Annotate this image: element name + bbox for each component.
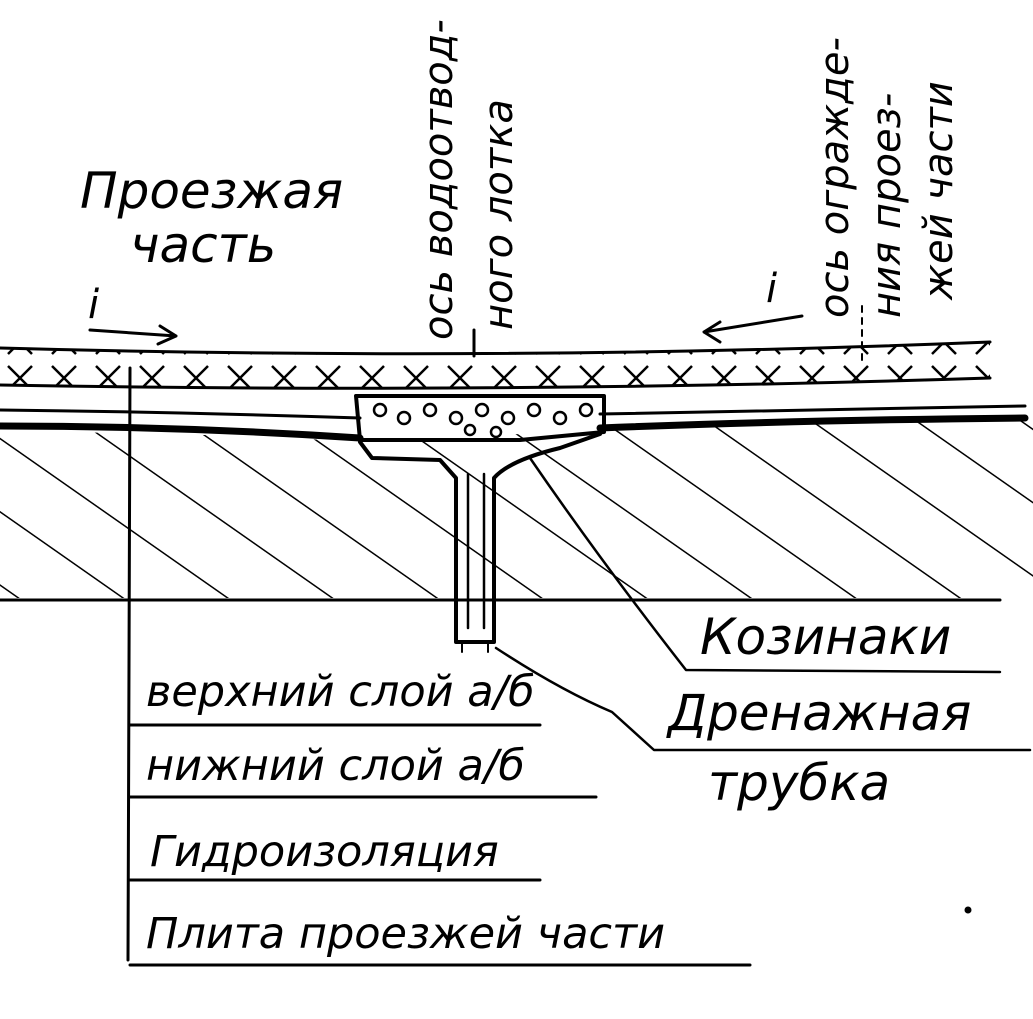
- layer-label-deck-slab: Плита проезжей части: [146, 909, 665, 959]
- layer-label-lower-asphalt: нижний слой а/б: [146, 741, 525, 791]
- drain-axis-label-line2: ного лотка: [476, 99, 522, 330]
- upper-asphalt-layer: [0, 340, 992, 390]
- fence-axis-label-line1: ось огражде-: [812, 37, 858, 318]
- slope-arrows: [88, 314, 804, 346]
- axis-lines: [472, 299, 863, 361]
- drain-pipe-shape: [358, 432, 602, 653]
- layer-leader: [126, 366, 752, 967]
- right-leaders: [494, 456, 1032, 752]
- slope-right-label: i: [766, 266, 777, 312]
- slope-left-label: i: [88, 282, 99, 328]
- lower-asphalt-layer: [0, 404, 1029, 442]
- layer-label-waterproofing: Гидроизоляция: [150, 827, 499, 877]
- kozinaki-block: [354, 394, 606, 442]
- fence-axis-label-line3: жей части: [916, 81, 962, 301]
- roadway-label-line1: Проезжая: [80, 162, 343, 220]
- roadway-label-line2: часть: [130, 216, 276, 274]
- drain-pipe-label-line2: трубка: [708, 754, 890, 812]
- kozinaki-label: Козинаки: [700, 608, 951, 666]
- drain-axis-label-line1: ось водоотвод-: [416, 19, 462, 340]
- layer-label-upper-asphalt: верхний слой а/б: [146, 667, 535, 717]
- drain-pipe-label-line1: Дренажная: [666, 684, 971, 742]
- fence-axis-label-line2: ния проез-: [864, 93, 910, 318]
- deck-slab: [0, 418, 1033, 602]
- ink-dot: [964, 906, 972, 914]
